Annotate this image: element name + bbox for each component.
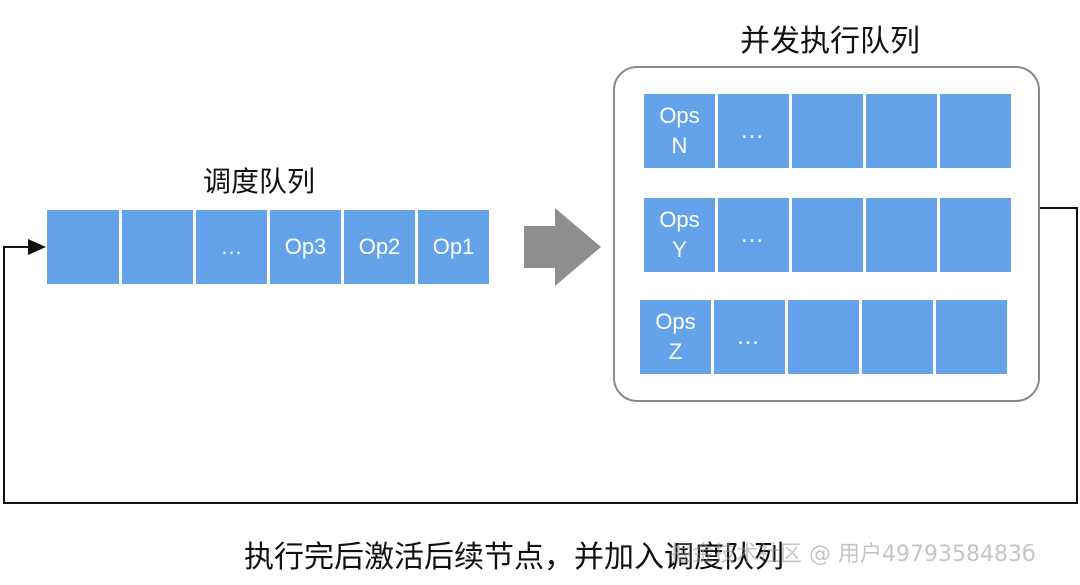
schedule-cell-1: [47, 210, 119, 284]
concurrent-queue-title: 并发执行队列: [740, 24, 920, 59]
ops-z-head-line2: Z: [668, 339, 683, 364]
feedback-arrowhead: [28, 239, 46, 255]
watermark: 掘金技术社区 @ 用户4979358483б: [670, 542, 1036, 567]
ops-n-head-line2: N: [671, 133, 688, 158]
ops-y-cell-3: [792, 198, 863, 272]
schedule-cell-op2: Op2: [344, 210, 415, 284]
ops-n-cell-4: [866, 94, 937, 168]
schedule-cell-op1: Op1: [418, 210, 489, 284]
schedule-cell-ellipsis: …: [196, 210, 267, 284]
ops-y-head-line1: Ops: [659, 207, 700, 232]
feedback-loop-line: [3, 207, 1078, 504]
ops-z-head: Ops Z: [640, 300, 711, 374]
ops-z-cell-3: [788, 300, 859, 374]
ops-y-ellipsis: …: [718, 198, 789, 272]
schedule-queue-title: 调度队列: [203, 165, 316, 198]
ops-z-head-line1: Ops: [655, 309, 696, 334]
ops-n-ellipsis: …: [718, 94, 789, 168]
transfer-arrow: [524, 208, 601, 286]
ops-n-head-line1: Ops: [659, 103, 700, 128]
schedule-cell-2: [122, 210, 193, 284]
ops-n-head: Ops N: [644, 94, 715, 168]
schedule-cell-op3: Op3: [270, 210, 341, 284]
feedback-loop-label: 执行完后激活后续节点，并加入调度队列: [244, 540, 784, 575]
ops-y-cell-4: [866, 198, 937, 272]
ops-n-cell-5: [940, 94, 1011, 168]
ops-y-cell-5: [940, 198, 1011, 272]
ops-z-cell-4: [862, 300, 933, 374]
ops-z-cell-5: [936, 300, 1007, 374]
ops-z-ellipsis: …: [714, 300, 785, 374]
ops-y-head-line2: Y: [672, 237, 687, 262]
ops-y-head: Ops Y: [644, 198, 715, 272]
ops-n-cell-3: [792, 94, 863, 168]
